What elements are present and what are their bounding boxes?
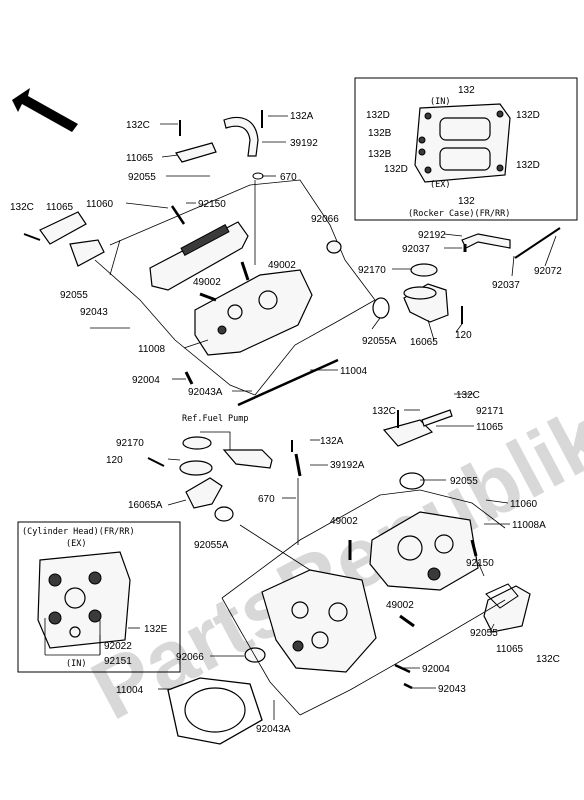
label-92055a-top: 92055A: [362, 336, 397, 347]
label-92171: 92171: [476, 406, 504, 417]
head-gasket-top: [237, 358, 339, 407]
oring-top: [252, 172, 390, 319]
label-16065-top: 16065: [410, 337, 438, 348]
upper-bolts: [23, 110, 467, 385]
label-49002-low: 49002: [386, 600, 414, 611]
front-cylinder: [261, 569, 377, 673]
hose-top: [461, 227, 561, 259]
label-92170-mid: 92170: [116, 438, 144, 449]
label-120-top: 120: [455, 330, 472, 341]
label-leader-lines: [90, 115, 557, 720]
label-92055-top: 92055: [128, 172, 156, 183]
label-11060-mid: 11060: [510, 499, 538, 510]
mid-intake-manifold: [179, 436, 234, 522]
label-670-mid: 670: [258, 494, 275, 505]
label-11065-low: 11065: [496, 644, 524, 655]
label-132b-2: 132B: [368, 149, 392, 160]
label-92004-top: 92004: [132, 375, 160, 386]
upper-assembly-callout-lines: [94, 179, 376, 396]
cylinder-base-gasket: [167, 647, 266, 745]
fuel-pump-ref-bracket: [200, 431, 273, 469]
label-132d-3: 132D: [384, 164, 408, 175]
mid-cover-plate: [382, 409, 453, 490]
label-92055a-mid: 92055A: [194, 540, 229, 551]
label-16065a: 16065A: [128, 500, 163, 511]
label-132d-4: 132D: [516, 160, 540, 171]
label-92151: 92151: [104, 656, 132, 667]
label-132d-1: 132D: [366, 110, 390, 121]
label-92022: 92022: [104, 641, 132, 652]
label-cyl-in: (IN): [66, 659, 86, 669]
label-49002-b: 49002: [193, 277, 221, 288]
label-11004-low: 11004: [116, 685, 144, 696]
label-132e: 132E: [144, 624, 168, 635]
label-92066-low: 92066: [176, 652, 204, 663]
label-92170-top: 92170: [358, 265, 386, 276]
right-cover-plate: [483, 583, 531, 633]
label-132c-low: 132C: [536, 654, 560, 665]
label-92037-a: 92037: [402, 244, 430, 255]
label-92055-left: 92055: [60, 290, 88, 301]
label-132c-mid: 132C: [372, 406, 396, 417]
rear-cylinder-head-cover: [149, 221, 249, 291]
label-11008: 11008: [138, 344, 166, 355]
label-92150-top: 92150: [198, 199, 226, 210]
label-132a-top: 132A: [290, 111, 314, 122]
label-11004-top: 11004: [340, 366, 368, 377]
label-132c-top: 132C: [126, 120, 150, 131]
label-92043a-top: 92043A: [188, 387, 223, 398]
upper-cover-plate: [175, 142, 217, 163]
label-cyl-ex: (EX): [66, 539, 86, 549]
cylinder-head-inset: [17, 521, 181, 673]
label-39192: 39192: [290, 138, 318, 149]
breather-pipe-top: [223, 116, 259, 157]
label-92055-low: 92055: [470, 628, 498, 639]
label-92066-top: 92066: [311, 214, 339, 225]
label-92043a-low: 92043A: [256, 724, 291, 735]
upper-left-cover-plate: [39, 211, 105, 267]
rear-cylinder-head: [194, 269, 313, 356]
label-132b-1: 132B: [368, 128, 392, 139]
lower-assembly-callout-lines: [221, 478, 506, 716]
label-132c-left: 132C: [10, 202, 34, 213]
label-49002-mid: 49002: [330, 516, 358, 527]
intake-manifold-top: [403, 263, 449, 323]
label-132-inset-top: 132: [458, 85, 475, 96]
label-132c-mid2: 132C: [456, 390, 480, 401]
label-92072: 92072: [534, 266, 562, 277]
label-39192a: 39192A: [330, 460, 365, 471]
label-92055-mid: 92055: [450, 476, 478, 487]
label-92192: 92192: [418, 230, 446, 241]
label-120-mid: 120: [106, 455, 123, 466]
label-ref-fuel-pump: Ref.Fuel Pump: [182, 414, 249, 424]
rocker-case-inset: [354, 77, 578, 221]
label-92004-low: 92004: [422, 664, 450, 675]
label-11008a: 11008A: [512, 520, 546, 531]
label-cylinder-head: (Cylinder Head)(FR/RR): [22, 527, 135, 537]
label-11065-left: 11065: [46, 202, 74, 213]
label-11065-mid: 11065: [476, 422, 504, 433]
label-92037-b: 92037: [492, 280, 520, 291]
label-132-inset-bottom: 132: [458, 196, 475, 207]
front-direction-arrow: [12, 88, 78, 132]
front-cylinder-head: [369, 511, 479, 591]
label-670-top: 670: [280, 172, 297, 183]
lower-bolts: [147, 410, 478, 690]
label-rocker-case: (Rocker Case)(FR/RR): [408, 209, 510, 219]
label-ex-top: (EX): [430, 180, 450, 190]
label-in-top: (IN): [430, 97, 450, 107]
label-92043-low: 92043: [438, 684, 466, 695]
part-labels: 132C 132A 39192 11065 92055 670 11060 92…: [10, 85, 562, 735]
label-132a-mid: 132A: [320, 436, 344, 447]
label-11060-top: 11060: [86, 199, 114, 210]
label-49002-a: 49002: [268, 260, 296, 271]
label-92150-mid: 92150: [466, 558, 494, 569]
label-11065-top: 11065: [126, 153, 154, 164]
label-92043-top: 92043: [80, 307, 108, 318]
label-132d-2: 132D: [516, 110, 540, 121]
